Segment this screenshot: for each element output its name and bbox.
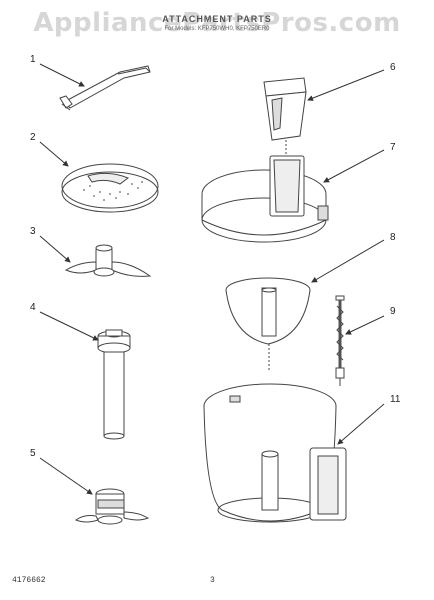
part-11-work-bowl — [203, 383, 347, 523]
callout-6: 6 — [390, 62, 396, 73]
part-3-dough-blade — [64, 244, 152, 277]
callout-7: 7 — [390, 142, 396, 153]
part-4-adapter-shaft — [97, 329, 131, 440]
callout-4: 4 — [30, 302, 36, 313]
part-1-spatula — [59, 65, 151, 111]
page-number: 3 — [210, 576, 215, 585]
callout-3: 3 — [30, 226, 36, 237]
callout-8: 8 — [390, 232, 396, 243]
watermark: AppliancePartsPros.com — [33, 8, 401, 38]
part-5-multipurpose-blade — [74, 488, 150, 525]
callout-2: 2 — [30, 132, 36, 143]
callout-11: 11 — [390, 394, 401, 405]
document-number: 4176662 — [12, 576, 46, 585]
callout-1: 1 — [30, 54, 36, 65]
page-subtitle: For Models: KFP750WH0, KFP750ER0 — [164, 26, 270, 32]
part-7-bowl-cover — [201, 155, 329, 243]
callout-5: 5 — [30, 448, 36, 459]
part-6-food-pusher — [263, 77, 307, 156]
part-9-mini-blade — [335, 295, 345, 386]
leader-lines — [39, 63, 385, 495]
callout-9: 9 — [390, 306, 396, 317]
part-8-mini-bowl — [225, 277, 311, 372]
part-2-slicing-disc — [61, 163, 159, 213]
page-title: ATTACHMENT PARTS — [162, 14, 272, 24]
callout-numbers: 1 2 3 4 5 6 7 8 9 11 — [30, 54, 401, 459]
